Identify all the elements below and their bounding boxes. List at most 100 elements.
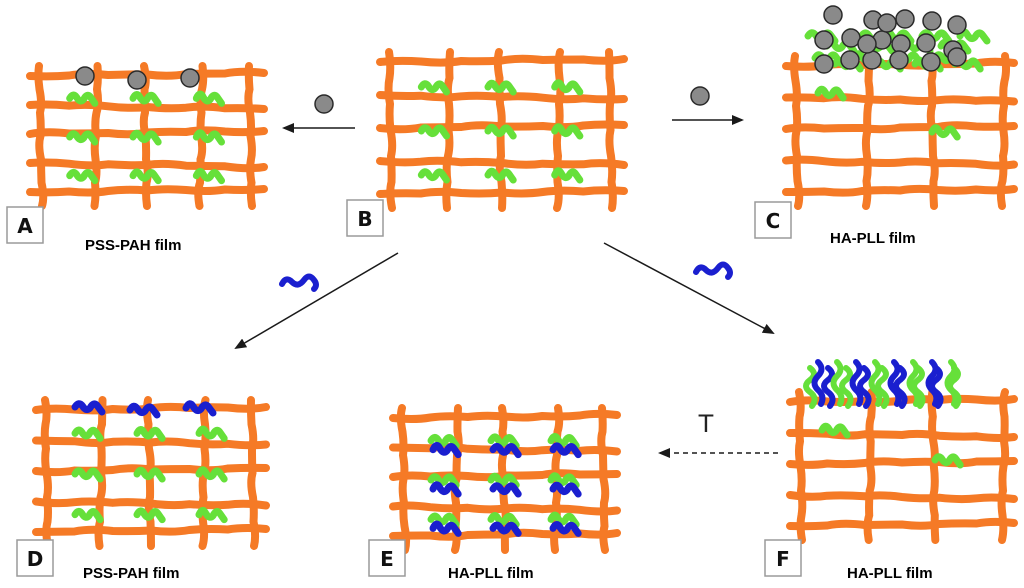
green-polymer-chain <box>875 365 890 409</box>
blue-polymer-chain <box>182 400 217 417</box>
green-polymer-chain <box>71 507 104 524</box>
green-polymer-chain <box>487 512 520 528</box>
panel-c-network <box>782 5 1018 210</box>
green-polymer-chain <box>417 124 451 140</box>
panel-b-letter: B <box>357 207 372 231</box>
panel-d-letter: D <box>27 547 44 571</box>
green-polymer-chain <box>66 168 99 185</box>
panel-c-caption: HA-PLL film <box>830 230 916 247</box>
blue-polymer-chain <box>811 359 826 407</box>
green-polymer-chain <box>906 359 921 407</box>
particle-icon <box>314 94 334 114</box>
blue-polymer-chain <box>549 481 582 498</box>
network-strand <box>786 491 1018 504</box>
green-polymer-chain <box>487 472 520 489</box>
green-polymer-chain <box>71 426 104 442</box>
green-polymer-chain <box>547 511 580 528</box>
panel-d-caption: PSS-PAH film <box>83 565 179 582</box>
particle <box>75 66 95 86</box>
network-strand <box>597 404 610 554</box>
blue-polymer-chain <box>925 359 940 407</box>
green-polymer-chain <box>484 123 517 140</box>
blue-polymer-chain <box>549 521 582 537</box>
arrow-b-to-f <box>603 242 775 334</box>
green-polymer-chain <box>928 124 961 141</box>
particle <box>840 50 860 70</box>
network-strand <box>786 457 1018 469</box>
green-polymer-chain <box>192 129 226 146</box>
particle <box>814 54 834 74</box>
particle <box>127 70 147 90</box>
polymer-chain-icon <box>279 273 319 292</box>
network-strand <box>782 184 1018 197</box>
green-polymer-chain <box>868 359 883 407</box>
green-polymer-chain <box>129 129 162 146</box>
particle <box>891 34 911 54</box>
network-strand <box>996 52 1011 210</box>
network-strand <box>786 428 1018 442</box>
blue-polymer-chain <box>489 442 522 459</box>
particle <box>180 68 200 88</box>
blue-polymer-chain <box>887 359 902 407</box>
particle <box>823 5 843 25</box>
green-polymer-chain <box>839 365 854 409</box>
green-polymer-chain <box>427 512 460 528</box>
green-polymer-chain <box>911 365 926 409</box>
green-polymer-chain <box>133 466 166 483</box>
green-polymer-chain <box>918 29 953 45</box>
green-polymer-chain <box>195 425 228 442</box>
particle <box>877 13 897 33</box>
panel-c-label: C <box>754 201 792 239</box>
panel-e-network <box>389 404 621 554</box>
green-polymer-chain <box>192 167 226 185</box>
green-polymer-chain <box>66 91 99 107</box>
particle-icon <box>690 86 710 106</box>
green-polymer-chain <box>192 90 226 107</box>
panel-f-network <box>786 359 1018 544</box>
blue-polymer-chain <box>489 482 522 498</box>
network-strand <box>244 62 256 210</box>
blue-polymer-chain <box>429 520 462 537</box>
particle <box>921 52 941 72</box>
polymer-chain-icon <box>693 261 733 280</box>
panel-c-letter: C <box>766 209 781 233</box>
network-strand <box>863 388 876 544</box>
green-polymer-chain <box>427 433 460 450</box>
green-polymer-chain <box>129 91 162 107</box>
network-strand <box>790 52 804 210</box>
green-polymer-chain <box>66 130 99 146</box>
particle <box>916 33 936 53</box>
green-polymer-chain <box>195 506 228 524</box>
arrow-f-to-e-label: T <box>698 410 714 438</box>
green-polymer-chain <box>814 85 847 102</box>
panel-a-label: A <box>6 206 44 244</box>
blue-polymer-chain <box>857 365 872 409</box>
network-strand <box>861 52 874 210</box>
blue-polymer-chain <box>549 442 582 459</box>
green-polymer-chain <box>487 433 520 450</box>
network-strand <box>34 62 48 210</box>
panel-b-label: B <box>346 199 384 237</box>
blue-polymer-chain <box>821 365 836 409</box>
network-strand <box>782 121 1018 134</box>
network-strand <box>246 396 260 550</box>
green-polymer-chain <box>944 359 959 407</box>
green-polymer-chain <box>551 167 584 184</box>
green-polymer-chain <box>551 123 584 140</box>
green-polymer-chain <box>71 467 104 483</box>
panel-f-caption: HA-PLL film <box>847 565 933 582</box>
arrow-b-to-d <box>234 252 399 350</box>
panel-b-network <box>376 48 628 212</box>
green-polymer-chain <box>129 168 162 185</box>
panel-e-letter: E <box>380 547 394 571</box>
network-strand <box>396 404 411 554</box>
network-strand <box>605 48 617 212</box>
green-polymer-chain <box>484 167 517 184</box>
blue-polymer-chain <box>849 359 864 407</box>
green-polymer-chain <box>417 80 451 96</box>
particle <box>889 50 909 70</box>
green-polymer-chain <box>417 168 451 184</box>
panel-f-label: F <box>764 539 802 577</box>
green-polymer-chain <box>931 453 964 469</box>
